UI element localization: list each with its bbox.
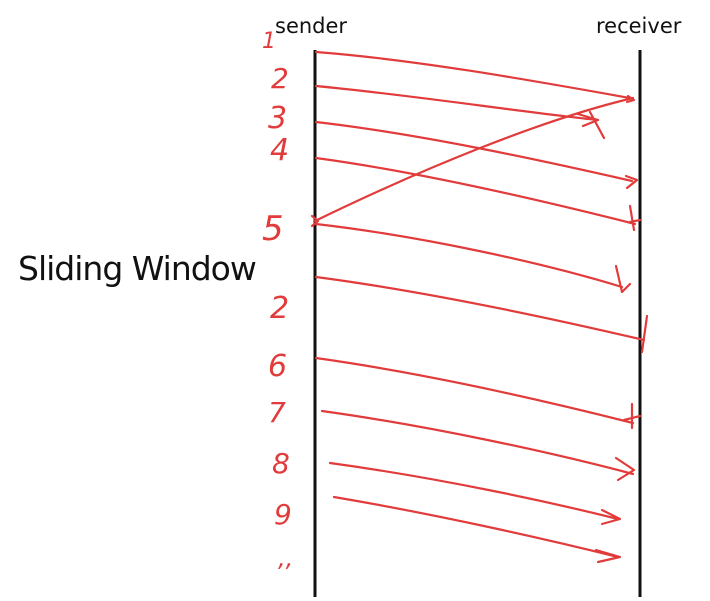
sequence-mark-group: 1 2 34 5 2 6 7 8 9,,	[262, 29, 293, 572]
arrowhead-6	[640, 314, 649, 354]
message-arrow-8	[320, 409, 635, 476]
message-arrow-10	[332, 495, 620, 559]
sequence-mark: 6	[268, 349, 287, 384]
sequence-mark: ,,	[278, 544, 293, 572]
sequence-mark: 7	[268, 396, 286, 429]
receiver-label: receiver	[596, 14, 682, 38]
arrowhead-10	[594, 548, 622, 564]
message-arrow-4	[314, 156, 637, 226]
arrowhead-7	[622, 402, 642, 430]
message-arrow-5	[314, 222, 624, 289]
message-arrow-7	[314, 356, 635, 425]
arrowhead-3	[624, 174, 639, 190]
sender-label: sender	[275, 14, 348, 38]
sequence-mark: 2	[270, 291, 289, 326]
arrow-group	[310, 50, 649, 564]
sequence-mark: 9	[274, 498, 292, 531]
arrowhead-8	[614, 456, 636, 482]
arrowhead-4	[628, 204, 642, 232]
dropped-packet-mark	[576, 110, 606, 140]
arrowhead-9	[600, 508, 622, 526]
message-arrow-9	[328, 461, 620, 521]
sequence-mark: 4	[270, 133, 289, 168]
sequence-mark: 1	[262, 29, 276, 54]
message-arrow-6	[314, 275, 646, 342]
arrowhead-1	[625, 94, 636, 104]
sequence-mark: 8	[272, 447, 290, 480]
arrowhead-5	[614, 264, 632, 294]
message-arrow-1	[314, 50, 632, 100]
sequence-mark: 5	[262, 209, 284, 249]
ack-tail	[310, 214, 320, 228]
ack-arrow	[313, 96, 635, 223]
sequence-mark: 2	[271, 62, 289, 95]
message-arrow-2	[314, 84, 600, 122]
sequence-mark: 3	[268, 101, 287, 136]
diagram-title: Sliding Window	[18, 249, 257, 288]
